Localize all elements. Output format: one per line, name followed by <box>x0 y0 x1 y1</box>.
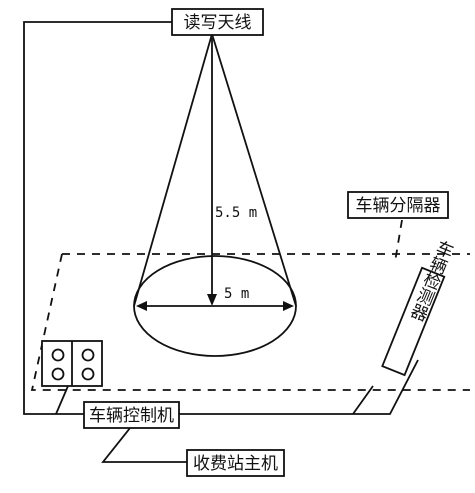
coverage-cone <box>133 33 297 307</box>
coverage-ellipse <box>133 255 297 357</box>
controller-label: 车辆控制机 <box>89 406 174 426</box>
host-cable <box>101 427 187 463</box>
height-arrowhead <box>207 294 217 306</box>
host-box <box>186 449 285 477</box>
lamp-icon <box>51 348 65 362</box>
height-label: 5.5 m <box>215 205 257 221</box>
diameter-label: 5 m <box>224 286 249 302</box>
antenna-cable <box>23 21 172 415</box>
lamp-icon <box>51 367 65 381</box>
host-label: 收费站主机 <box>193 454 278 474</box>
separator-box <box>347 191 449 219</box>
detector-cable <box>179 359 419 415</box>
lamp-icon <box>81 348 95 362</box>
controller-box <box>83 401 180 429</box>
detector-group: 车辆检测器 <box>381 237 456 377</box>
antenna-label: 读写天线 <box>184 13 252 33</box>
antenna-box <box>171 8 264 36</box>
lamp-icon <box>81 367 95 381</box>
detector-box <box>381 266 446 377</box>
diameter-arrow-left <box>136 301 147 311</box>
separator-label: 车辆分隔器 <box>356 196 441 216</box>
lane-boundary <box>30 253 470 391</box>
separator-leader <box>394 219 403 263</box>
diameter-arrow-right <box>283 301 294 311</box>
signal-to-controller <box>55 385 69 415</box>
